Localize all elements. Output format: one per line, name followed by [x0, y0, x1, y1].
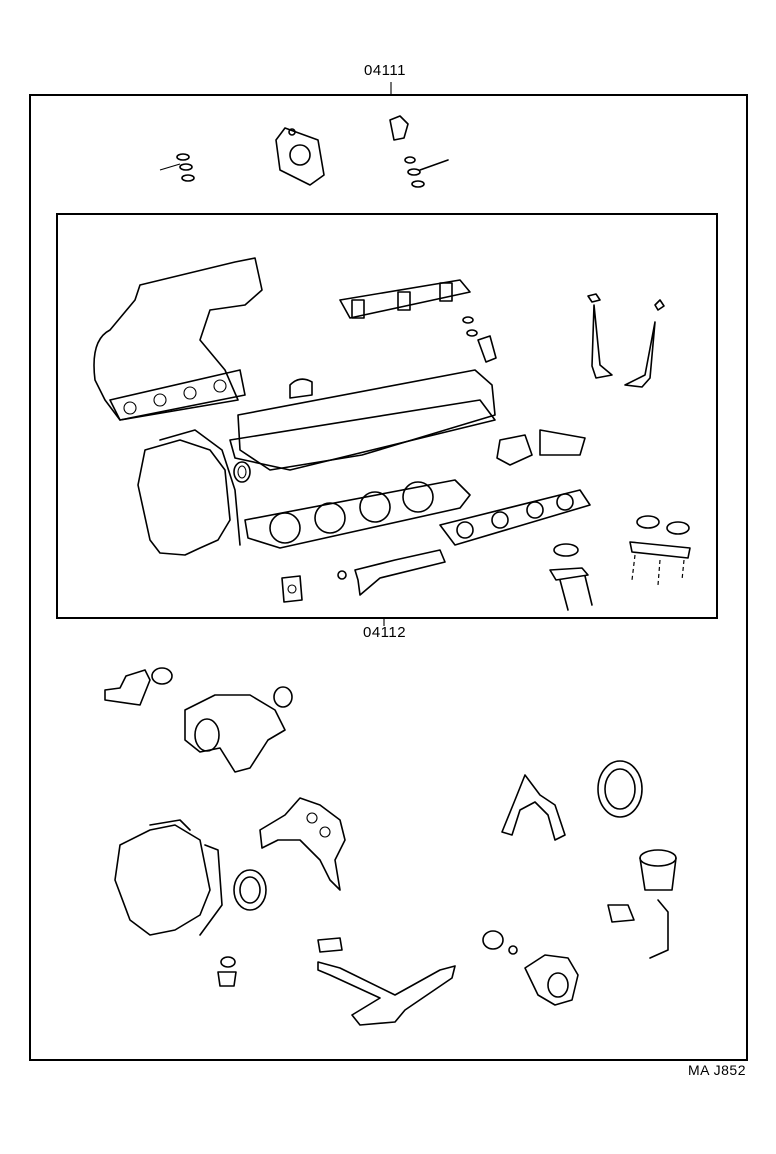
crankshaft-rear-seal-part — [597, 760, 643, 818]
egr-vacuum-modulator-part — [607, 849, 677, 959]
outer-kit-label: 04111 — [364, 62, 406, 79]
head-gasket-part — [244, 479, 471, 549]
small-seal-set-part — [159, 153, 195, 182]
valve-part — [587, 293, 665, 388]
outer-kit-frame — [29, 94, 748, 1061]
o-ring-set-part — [629, 515, 691, 586]
oil-strainer-part — [317, 937, 456, 1026]
inner-kit-label: 04112 — [363, 624, 407, 641]
inner-kit-frame — [56, 213, 718, 619]
water-bypass-pipe-part — [337, 549, 446, 596]
fuel-rail-injector-part — [339, 279, 497, 363]
oil-pump-housing-part — [114, 819, 223, 936]
timing-cover-gasket-part — [137, 429, 241, 556]
intake-manifold-gasket-part — [93, 257, 263, 421]
camshaft-seal-part — [233, 461, 251, 483]
timing-chain-cover-gasket-part — [259, 797, 346, 891]
oil-filter-pipe-part — [549, 543, 593, 611]
water-outlet-part — [104, 667, 173, 706]
water-pump-part — [184, 686, 293, 773]
drawing-code-label: MA J852 — [688, 1062, 746, 1078]
egr-valve-gasket-part — [496, 429, 586, 466]
crankshaft-front-seal-part — [233, 869, 267, 911]
exhaust-manifold-gasket-part — [439, 489, 591, 546]
valve-cover-gasket-part — [229, 369, 496, 471]
oil-pump-o-ring-part — [482, 930, 518, 955]
thermostat-housing-part — [524, 954, 579, 1006]
drain-plug-gasket-part — [217, 956, 237, 987]
throttle-body-gasket-part — [275, 127, 325, 186]
sensor-and-hose-part — [389, 115, 449, 188]
rear-oil-seal-retainer-part — [501, 774, 566, 841]
small-gasket-part — [281, 575, 303, 603]
